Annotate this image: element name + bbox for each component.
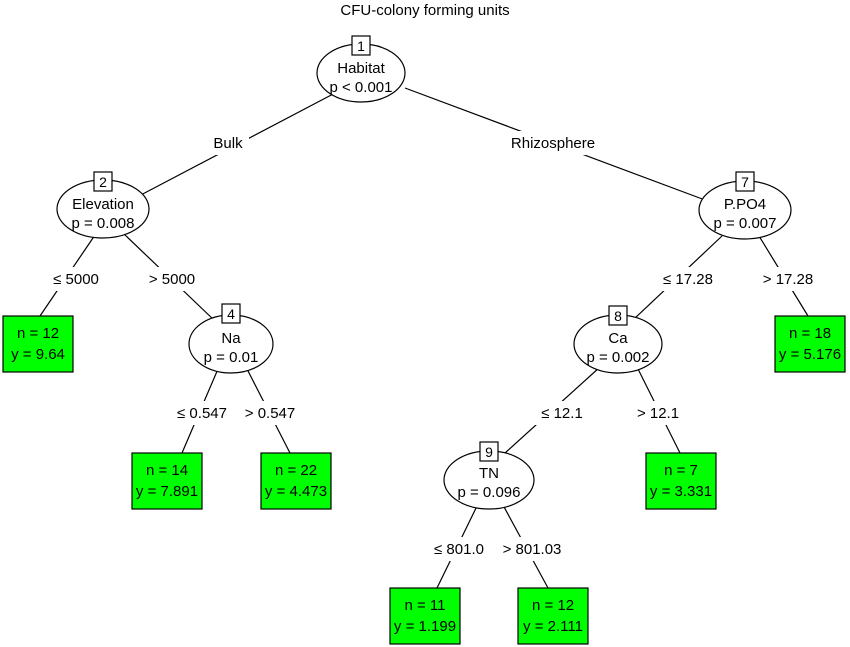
node-variable: Na xyxy=(221,330,241,347)
node-id: 9 xyxy=(485,444,493,460)
leaf-node-11: n = 12 y = 2.111 xyxy=(517,587,589,645)
node-variable: TN xyxy=(479,465,499,482)
node-pvalue: p = 0.01 xyxy=(204,349,259,366)
node-variable: Elevation xyxy=(72,196,134,213)
edge-label-ca-gt: > 12.1 xyxy=(637,405,679,422)
node-id: 8 xyxy=(614,308,622,324)
node-pvalue: p = 0.007 xyxy=(714,215,777,232)
leaf-node-13: n = 18 y = 5.176 xyxy=(774,315,846,373)
node-variable: P.PO4 xyxy=(724,196,766,213)
node-9: 9 TN p = 0.096 xyxy=(443,441,535,510)
leaf-y: y = 9.64 xyxy=(11,346,65,363)
node-1: 1 Habitat p < 0.001 xyxy=(316,35,406,103)
node-variable: Habitat xyxy=(337,60,385,77)
node-4: 4 Na p = 0.01 xyxy=(188,303,274,374)
leaf-n: n = 11 xyxy=(404,597,445,614)
leaf-node-5: n = 14 y = 7.891 xyxy=(131,452,203,510)
node-id: 4 xyxy=(227,306,235,322)
leaf-node-12: n = 7 y = 3.331 xyxy=(645,452,717,510)
node-variable: Ca xyxy=(608,330,628,347)
edge-label-elevation-gt: > 5000 xyxy=(149,271,195,288)
node-pvalue: p = 0.002 xyxy=(587,349,650,366)
edge-label-rhizosphere: Rhizosphere xyxy=(511,135,595,152)
leaf-n: n = 22 xyxy=(275,462,317,479)
edge-label-tn-gt: > 801.03 xyxy=(503,541,562,558)
leaf-node-3: n = 12 y = 9.64 xyxy=(2,315,74,373)
leaf-node-6: n = 22 y = 4.473 xyxy=(260,452,332,510)
leaf-node-10: n = 11 y = 1.199 xyxy=(389,587,461,645)
leaf-y: y = 5.176 xyxy=(779,346,841,363)
edge-label-tn-le: ≤ 801.0 xyxy=(434,541,484,558)
leaf-y: y = 4.473 xyxy=(265,483,327,500)
edge-label-ppo4-le: ≤ 17.28 xyxy=(663,271,713,288)
edge-label-ppo4-gt: > 17.28 xyxy=(763,271,813,288)
leaf-y: y = 1.199 xyxy=(394,618,456,635)
node-2: 2 Elevation p = 0.008 xyxy=(56,171,150,239)
leaf-y: y = 7.891 xyxy=(136,483,198,500)
node-id: 1 xyxy=(357,38,365,54)
leaf-n: n = 14 xyxy=(146,462,188,479)
leaf-n: n = 7 xyxy=(664,462,698,479)
leaf-y: y = 3.331 xyxy=(650,483,712,500)
edge-label-ca-le: ≤ 12.1 xyxy=(541,405,583,422)
node-id: 7 xyxy=(741,174,749,190)
leaf-y: y = 2.111 xyxy=(523,618,583,635)
leaf-n: n = 12 xyxy=(532,597,574,614)
node-7: 7 P.PO4 p = 0.007 xyxy=(698,171,792,240)
node-pvalue: p = 0.008 xyxy=(72,215,135,232)
leaf-n: n = 12 xyxy=(17,325,59,342)
diagram-title: CFU-colony forming units xyxy=(340,2,509,19)
edge-label-elevation-le: ≤ 5000 xyxy=(53,271,99,288)
edge-labels: Bulk Rhizosphere ≤ 5000 > 5000 ≤ 0.547 >… xyxy=(46,131,821,561)
node-pvalue: p < 0.001 xyxy=(330,79,393,96)
node-8: 8 Ca p = 0.002 xyxy=(573,305,663,374)
edge-label-na-gt: > 0.547 xyxy=(245,405,295,422)
edge-label-bulk: Bulk xyxy=(213,135,243,152)
edge-label-na-le: ≤ 0.547 xyxy=(177,405,227,422)
leaf-n: n = 18 xyxy=(789,325,831,342)
node-id: 2 xyxy=(99,174,107,190)
edges xyxy=(39,87,809,589)
node-pvalue: p = 0.096 xyxy=(458,484,521,501)
